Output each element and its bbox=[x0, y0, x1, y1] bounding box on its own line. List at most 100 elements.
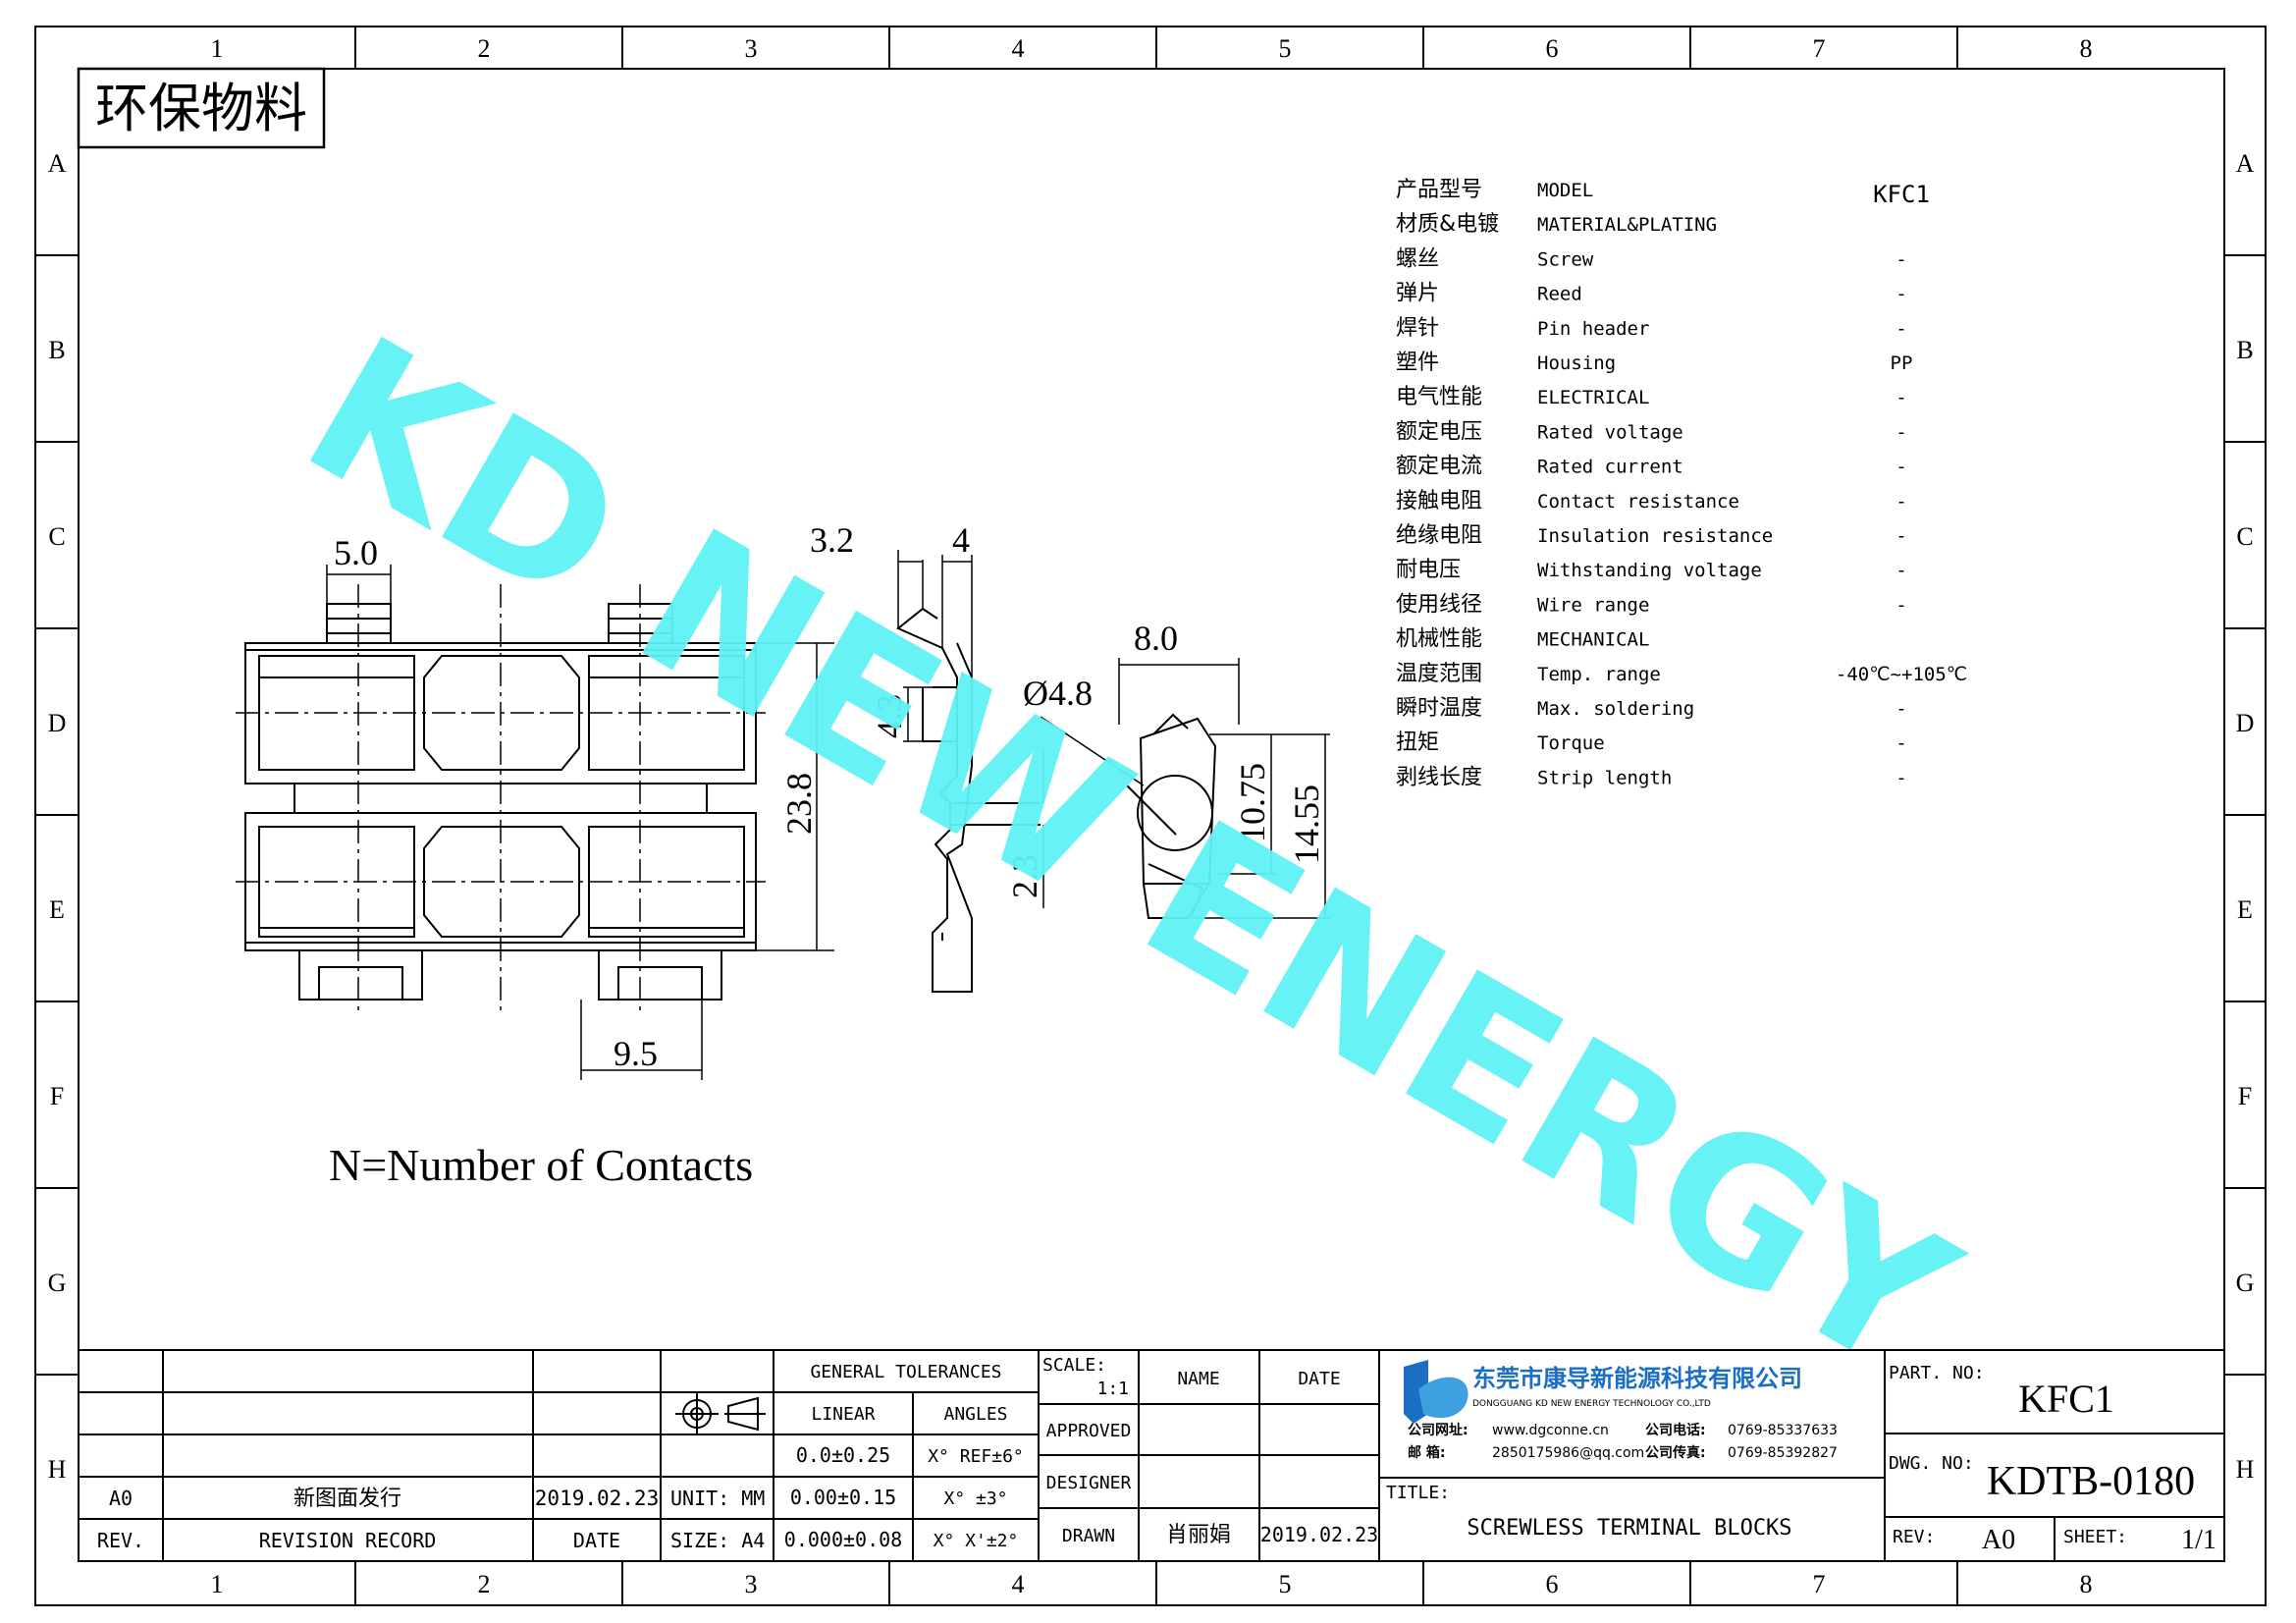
spec-value: PP bbox=[1891, 352, 1913, 374]
linear-header: LINEAR bbox=[811, 1404, 875, 1425]
row-label-left: A bbox=[48, 149, 67, 178]
spec-label-en: ELECTRICAL bbox=[1537, 387, 1649, 408]
part-no-value: KFC1 bbox=[2018, 1377, 2114, 1421]
tol-linear-1: 0.0±0.25 bbox=[796, 1443, 890, 1467]
size-label: SIZE: A4 bbox=[670, 1529, 765, 1552]
side-view-dimensions bbox=[897, 550, 1044, 908]
spec-label-en: Max. soldering bbox=[1537, 698, 1694, 720]
dim-phi-4-8: Ø4.8 bbox=[1023, 674, 1093, 713]
spec-label-en: Pin header bbox=[1537, 318, 1649, 340]
kd-logo-icon bbox=[1404, 1360, 1468, 1424]
front-view-dim-labels: 5.0 9.5 23.8 bbox=[334, 533, 819, 1073]
spec-label-cn: 剥线长度 bbox=[1396, 765, 1482, 789]
dim-14-55: 14.55 bbox=[1287, 784, 1326, 864]
dim-5-0: 5.0 bbox=[334, 533, 378, 572]
row-label-right: E bbox=[2237, 895, 2253, 924]
side-view-dim-labels: 3.2 4 4.3 2.3 bbox=[810, 520, 1044, 898]
company-name-cn: 东莞市康导新能源科技有限公司 bbox=[1472, 1365, 1802, 1392]
spec-label-en: Contact resistance bbox=[1537, 491, 1739, 513]
zone-ticks bbox=[35, 27, 2266, 1605]
front-view-centerlines bbox=[236, 584, 766, 1011]
email-label: 邮 箱: bbox=[1408, 1444, 1445, 1461]
rev-value: A0 bbox=[1982, 1525, 2015, 1555]
row-label-left: H bbox=[48, 1455, 67, 1484]
spec-label-cn: 材质&电镀 bbox=[1396, 212, 1499, 237]
row-label-left: C bbox=[48, 522, 65, 551]
scale-label: SCALE: bbox=[1042, 1355, 1106, 1376]
col-label-top: 1 bbox=[211, 34, 224, 63]
rev-desc: 新图面发行 bbox=[294, 1487, 401, 1511]
scale-value: 1:1 bbox=[1096, 1379, 1129, 1399]
email: 2850175986@qq.com bbox=[1492, 1445, 1644, 1461]
part-no-label: PART. NO: bbox=[1889, 1363, 1985, 1383]
col-label-top: 2 bbox=[478, 34, 491, 63]
kd-new-energy-watermark: KD NEW ENERGY bbox=[271, 295, 1989, 1419]
spec-label-cn: 额定电压 bbox=[1396, 419, 1482, 444]
dim-2-3: 2.3 bbox=[1005, 854, 1044, 898]
drawn-name: 肖丽娟 bbox=[1166, 1523, 1231, 1547]
row-label-left: D bbox=[48, 709, 67, 737]
col-label-top: 3 bbox=[745, 34, 758, 63]
dim-4-3: 4.3 bbox=[870, 694, 909, 738]
spec-value: - bbox=[1896, 491, 1906, 513]
zone-labels: 1 2 3 4 5 6 7 8 1 2 3 4 5 6 7 8 A B C D … bbox=[48, 34, 2255, 1598]
spec-label-cn: 瞬时温度 bbox=[1396, 696, 1482, 721]
clamp-detail-drawing bbox=[1126, 713, 1217, 919]
spec-value: - bbox=[1896, 387, 1906, 408]
col-label-bottom: 2 bbox=[478, 1570, 491, 1598]
contacts-note: N=Number of Contacts bbox=[329, 1140, 753, 1190]
row-label-right: G bbox=[2236, 1269, 2255, 1297]
dwg-no-value: KDTB-0180 bbox=[1987, 1459, 2195, 1504]
sheet-label: SHEET: bbox=[2063, 1527, 2127, 1547]
spec-label-en: Strip length bbox=[1537, 767, 1672, 788]
spec-label-cn: 塑件 bbox=[1396, 351, 1439, 375]
spec-label-cn: 弹片 bbox=[1396, 282, 1439, 306]
spec-label-cn: 耐电压 bbox=[1396, 558, 1461, 582]
spec-label-en: MODEL bbox=[1537, 180, 1593, 201]
rev-date: 2019.02.23 bbox=[535, 1487, 659, 1510]
spec-value: - bbox=[1896, 698, 1906, 720]
dwg-no-label: DWG. NO: bbox=[1889, 1453, 1974, 1474]
col-label-bottom: 5 bbox=[1279, 1570, 1292, 1598]
phone-label: 公司电话: bbox=[1645, 1422, 1706, 1438]
website: www.dgconne.cn bbox=[1492, 1423, 1609, 1438]
spec-label-cn: 绝缘电阻 bbox=[1396, 523, 1482, 548]
col-label-top: 6 bbox=[1546, 34, 1559, 63]
col-label-bottom: 7 bbox=[1813, 1570, 1826, 1598]
name-header: NAME bbox=[1177, 1369, 1219, 1389]
row-label-left: B bbox=[48, 336, 65, 364]
spec-label-en: Reed bbox=[1537, 284, 1582, 305]
col-label-bottom: 3 bbox=[745, 1570, 758, 1598]
spec-label-en: Wire range bbox=[1537, 594, 1649, 616]
col-label-bottom: 1 bbox=[211, 1570, 224, 1598]
rev-label: REV: bbox=[1893, 1527, 1935, 1547]
col-label-top: 8 bbox=[2080, 34, 2093, 63]
spec-label-en: Withstanding voltage bbox=[1537, 560, 1762, 581]
dim-3-2: 3.2 bbox=[810, 520, 854, 560]
col-label-bottom: 4 bbox=[1012, 1570, 1025, 1598]
date-col-header: DATE bbox=[1298, 1369, 1340, 1389]
angles-header: ANGLES bbox=[943, 1404, 1007, 1425]
spec-label-cn: 接触电阻 bbox=[1396, 489, 1482, 514]
spec-label-en: Insulation resistance bbox=[1537, 525, 1773, 547]
spec-label-cn: 使用线径 bbox=[1396, 592, 1482, 617]
spec-value: - bbox=[1896, 525, 1906, 547]
spec-label-cn: 焊针 bbox=[1396, 316, 1439, 341]
eco-material-badge: 环保物料 bbox=[77, 67, 326, 149]
spec-value: - bbox=[1896, 318, 1906, 340]
tol-angles-1: X° REF±6° bbox=[928, 1446, 1024, 1467]
rev-header: REV. bbox=[97, 1529, 144, 1552]
dim-8-0: 8.0 bbox=[1134, 619, 1178, 658]
col-label-bottom: 6 bbox=[1546, 1570, 1559, 1598]
tol-angles-2: X° ±3° bbox=[943, 1488, 1007, 1509]
svg-text:环保物料: 环保物料 bbox=[95, 78, 307, 139]
spec-label-cn: 产品型号 bbox=[1396, 178, 1482, 202]
spec-value: - bbox=[1896, 284, 1906, 305]
spec-label-cn: 电气性能 bbox=[1396, 385, 1482, 409]
clamp-detail-dim-labels: 8.0 Ø4.8 10.75 14.55 bbox=[1023, 619, 1326, 864]
spec-label-cn: 螺丝 bbox=[1396, 246, 1439, 271]
row-label-right: A bbox=[2236, 149, 2255, 178]
general-tolerances: GENERAL TOLERANCES bbox=[810, 1362, 1001, 1382]
date-header: DATE bbox=[573, 1529, 620, 1552]
